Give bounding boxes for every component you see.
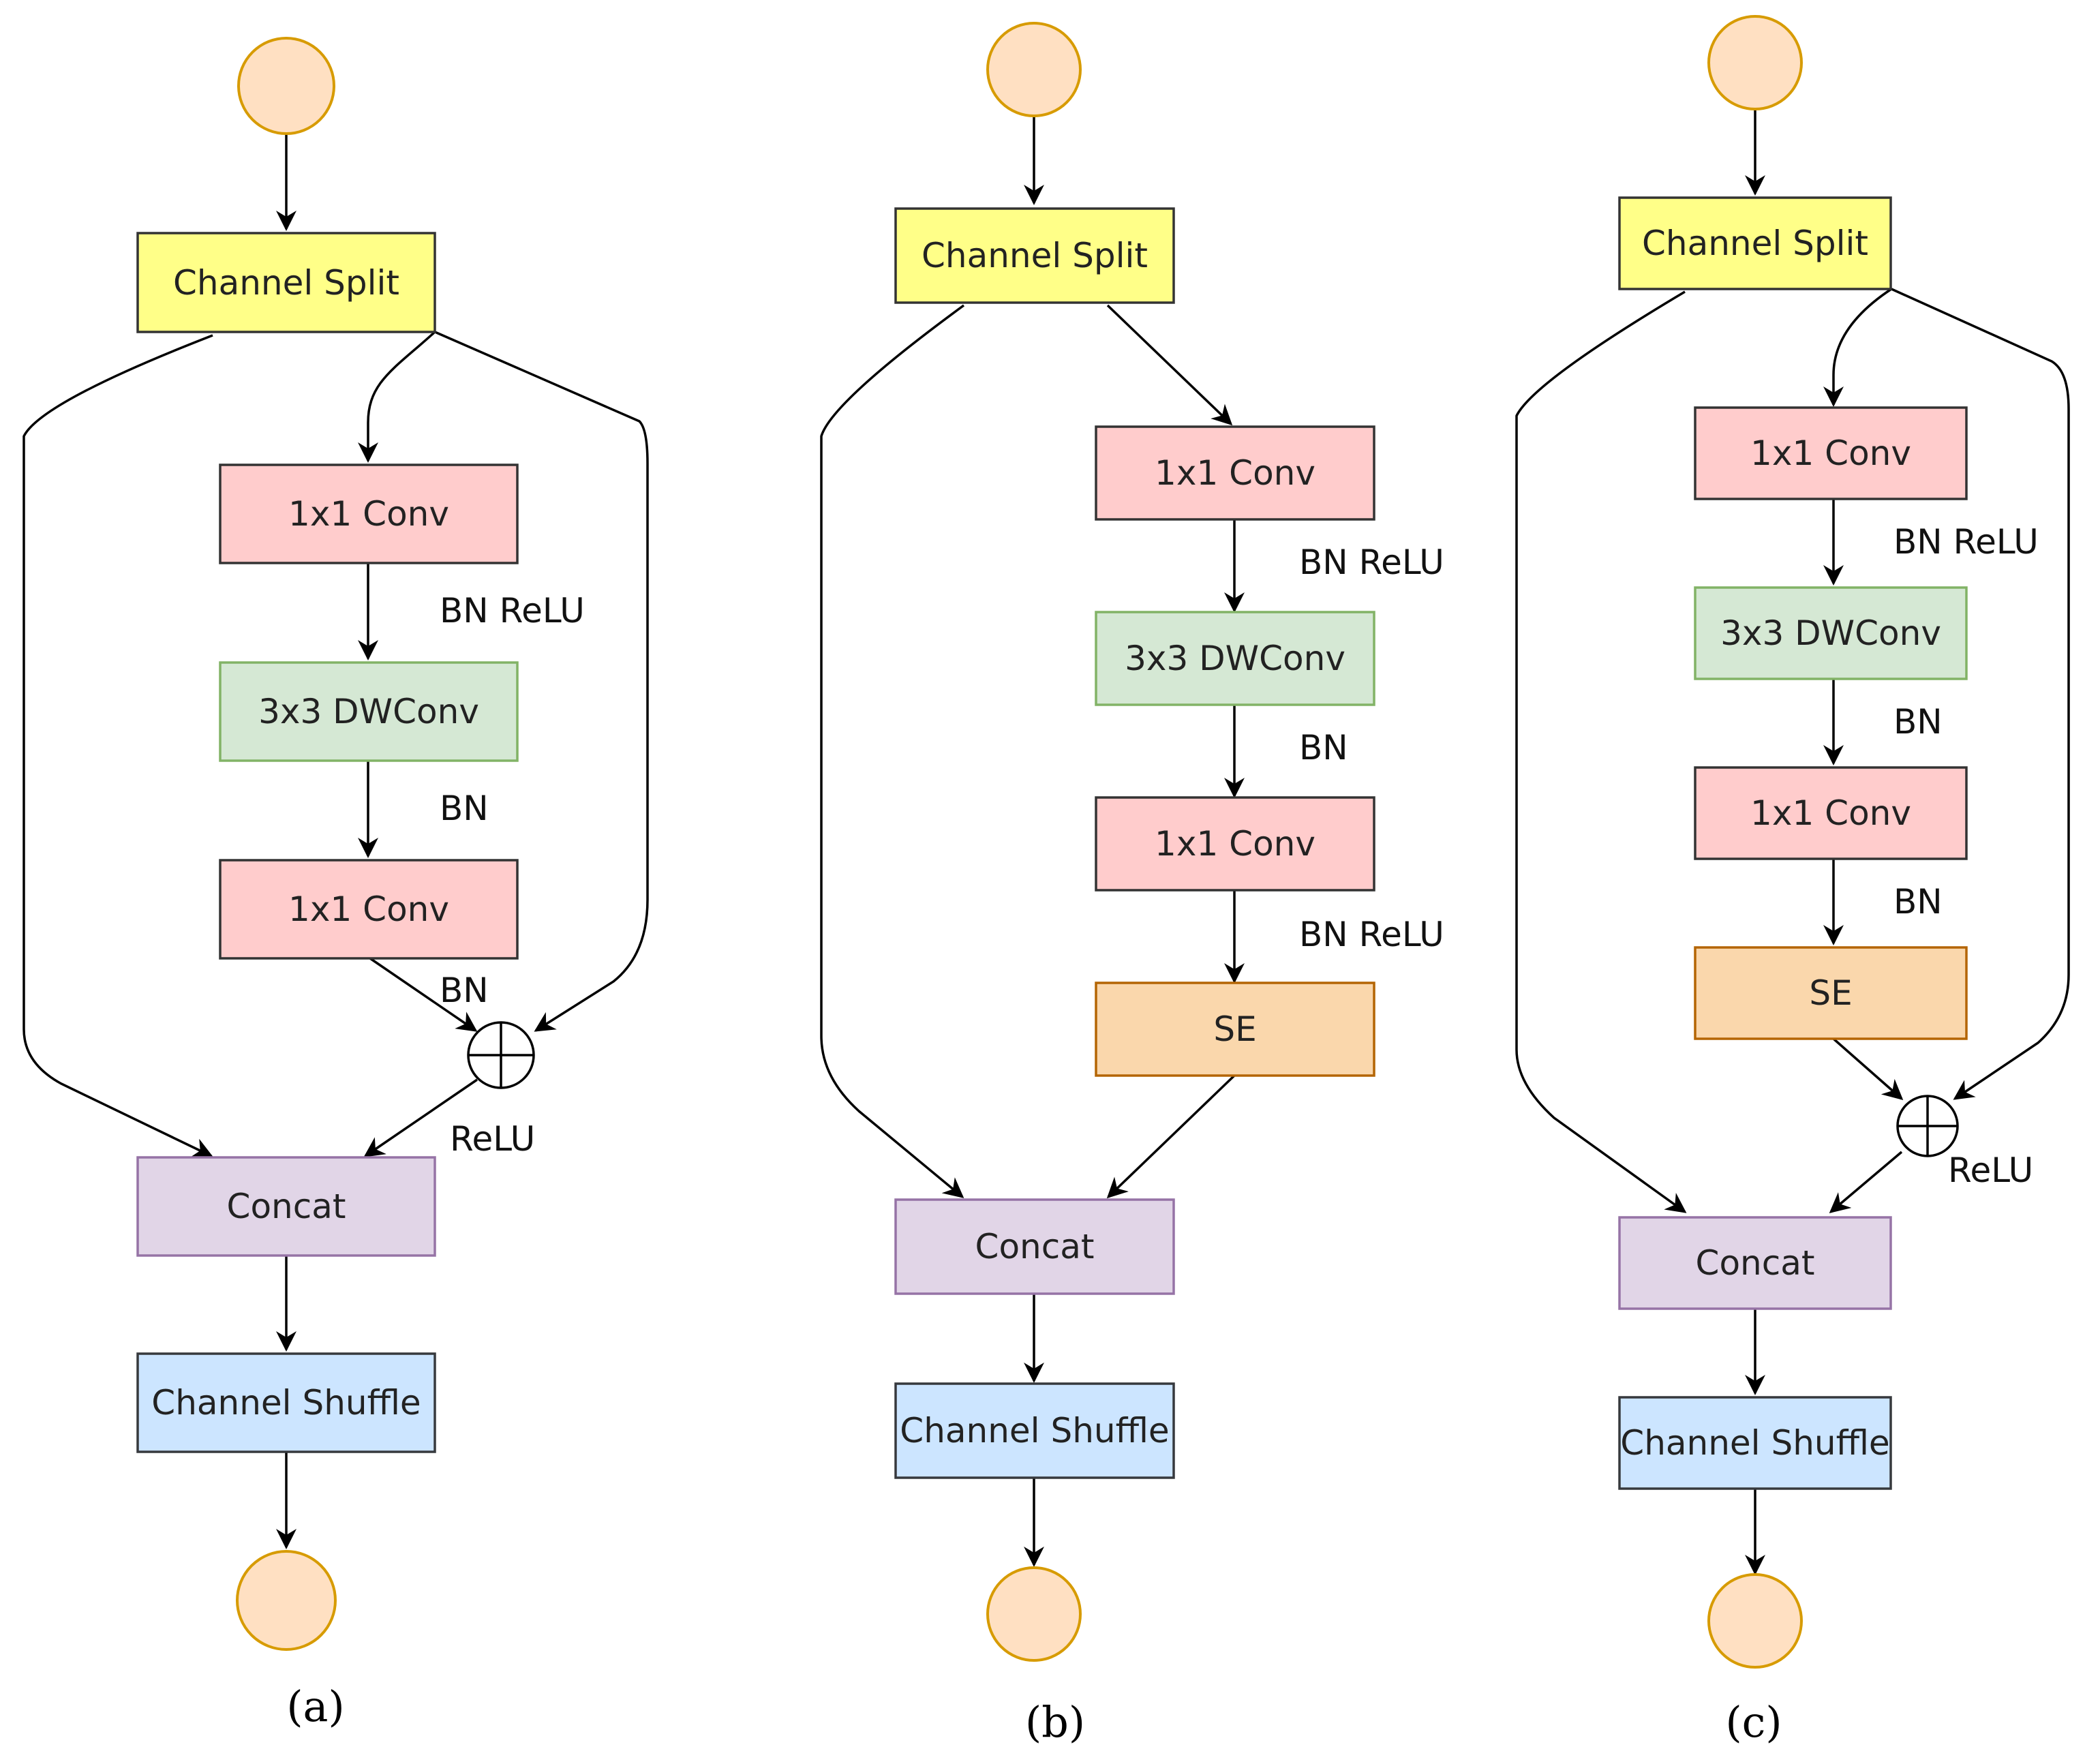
relu-label-c: ReLU — [1948, 1151, 2033, 1190]
add-node-a — [467, 1021, 535, 1089]
conv1-box-b: 1x1 Conv — [1095, 425, 1375, 521]
diagram-a: Channel Split 1x1 Conv 3x3 DWConv 1x1 Co… — [22, 37, 649, 1731]
channel-shuffle-label-a: Channel Shuffle — [151, 1383, 421, 1423]
caption-c: (c) — [1725, 1697, 1782, 1747]
dwconv-label-b: 3x3 DWConv — [1125, 639, 1345, 678]
relu-label-a: ReLU — [450, 1119, 535, 1159]
dwconv-box-c: 3x3 DWConv — [1694, 586, 1968, 680]
edges-c — [1515, 109, 2070, 1575]
diagram-c: Channel Split 1x1 Conv 3x3 DWConv 1x1 Co… — [1515, 15, 2070, 1747]
edges-a — [22, 134, 649, 1549]
bn-label-a: BN — [440, 789, 489, 828]
caption-a: (a) — [286, 1682, 344, 1731]
concat-label-a: Concat — [227, 1187, 346, 1226]
concat-box-b: Concat — [894, 1198, 1175, 1295]
channel-shuffle-box-a: Channel Shuffle — [136, 1352, 436, 1453]
bn-relu-label-b: BN ReLU — [1299, 543, 1444, 582]
bn2-label-c: BN — [1893, 882, 1943, 922]
conv2-box-b: 1x1 Conv — [1095, 796, 1375, 892]
edge-split-to-conv1-c — [1823, 288, 1892, 407]
bn2-label-a: BN — [440, 971, 489, 1010]
edge-conv2-to-add-a — [367, 956, 478, 1032]
conv1-label-a: 1x1 Conv — [288, 494, 449, 534]
edge-split-to-conv1-b — [1106, 304, 1233, 426]
se-box-c: SE — [1694, 946, 1968, 1040]
bn-label-b: BN — [1299, 728, 1348, 767]
bn-relu2-label-b: BN ReLU — [1299, 915, 1444, 954]
edge-split-to-add-c — [1891, 288, 2070, 1100]
output-node-a — [236, 1550, 337, 1651]
bn-relu-label-a: BN ReLU — [440, 591, 585, 630]
edge-split-to-concat-c — [1515, 290, 1687, 1213]
edge-split-to-add-a — [434, 331, 649, 1032]
concat-label-c: Concat — [1696, 1243, 1815, 1283]
input-node-c — [1707, 15, 1803, 110]
channel-split-label-c: Channel Split — [1642, 224, 1868, 263]
conv2-box-c: 1x1 Conv — [1694, 766, 1968, 860]
channel-shuffle-box-c: Channel Shuffle — [1618, 1396, 1892, 1490]
plus-icon-c — [1898, 1096, 1958, 1156]
channel-split-label-b: Channel Split — [922, 236, 1148, 275]
dwconv-box-a: 3x3 DWConv — [219, 661, 519, 762]
plus-icon-a — [468, 1022, 534, 1088]
edge-add-to-concat-c — [1829, 1151, 1903, 1213]
diagram-b: Channel Split 1x1 Conv 3x3 DWConv 1x1 Co… — [820, 22, 1444, 1747]
edge-add-to-concat-a — [363, 1078, 478, 1157]
output-node-c — [1707, 1573, 1803, 1669]
edge-split-to-concat-b — [820, 304, 965, 1198]
concat-box-c: Concat — [1618, 1216, 1892, 1310]
channel-shuffle-label-b: Channel Shuffle — [900, 1411, 1169, 1450]
concat-label-b: Concat — [975, 1227, 1095, 1266]
conv1-label-b: 1x1 Conv — [1155, 453, 1315, 493]
dwconv-label-a: 3x3 DWConv — [258, 692, 479, 731]
conv1-label-c: 1x1 Conv — [1750, 434, 1911, 473]
conv2-box-a: 1x1 Conv — [219, 859, 519, 960]
channel-split-label-a: Channel Split — [173, 263, 399, 303]
se-label-b: SE — [1213, 1009, 1256, 1049]
add-node-c — [1896, 1095, 1959, 1157]
edge-se-to-add-c — [1832, 1037, 1904, 1100]
conv1-box-c: 1x1 Conv — [1694, 406, 1968, 500]
concat-box-a: Concat — [136, 1156, 436, 1257]
se-box-b: SE — [1095, 982, 1375, 1077]
dwconv-box-b: 3x3 DWConv — [1095, 611, 1375, 706]
output-node-b — [986, 1566, 1082, 1662]
edge-split-to-concat-a — [22, 334, 213, 1157]
edge-split-to-conv1-a — [358, 331, 436, 463]
conv2-label-b: 1x1 Conv — [1155, 824, 1315, 864]
conv1-box-a: 1x1 Conv — [219, 463, 519, 564]
se-label-c: SE — [1809, 973, 1852, 1013]
bn-label-c: BN — [1893, 702, 1943, 742]
channel-split-box-a: Channel Split — [136, 232, 436, 333]
edge-se-to-concat-b — [1106, 1074, 1236, 1199]
caption-b: (b) — [1025, 1697, 1085, 1747]
edges-b — [820, 116, 1245, 1567]
channel-shuffle-box-b: Channel Shuffle — [894, 1382, 1175, 1479]
channel-split-box-b: Channel Split — [894, 207, 1175, 304]
conv2-label-a: 1x1 Conv — [288, 889, 449, 929]
channel-split-box-c: Channel Split — [1618, 196, 1892, 290]
conv2-label-c: 1x1 Conv — [1750, 793, 1911, 833]
channel-shuffle-label-c: Channel Shuffle — [1620, 1423, 1889, 1463]
input-node-b — [986, 22, 1082, 117]
dwconv-label-c: 3x3 DWConv — [1720, 613, 1941, 653]
input-node-a — [237, 37, 335, 135]
bn-relu-label-c: BN ReLU — [1893, 522, 2039, 562]
